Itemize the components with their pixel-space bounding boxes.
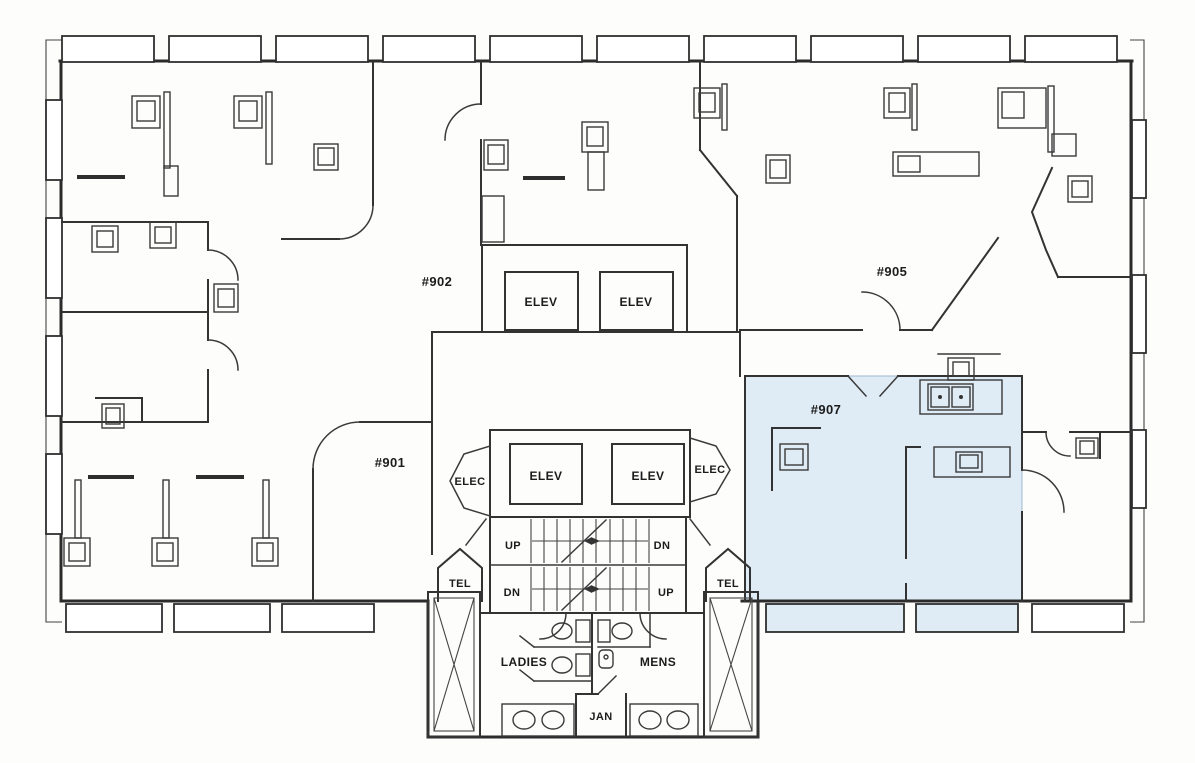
window — [45, 99, 63, 181]
workstation — [481, 139, 509, 243]
window — [65, 603, 163, 633]
toilet — [611, 622, 633, 640]
workstation — [997, 85, 1077, 157]
toilet — [597, 619, 611, 643]
workstation — [91, 221, 177, 253]
kitchen-sink — [919, 379, 1003, 415]
furniture — [63, 83, 1099, 567]
window — [703, 35, 797, 63]
window — [1031, 603, 1125, 633]
window — [917, 35, 1011, 63]
workstation — [1075, 437, 1099, 459]
mens-room-label: MENS — [640, 655, 676, 669]
workstation — [251, 479, 279, 567]
electrical-label: ELEC — [455, 476, 486, 488]
elevator-car — [509, 443, 583, 505]
telephone-closets: TEL TEL — [437, 547, 751, 602]
elevator-car — [611, 443, 685, 505]
elevator-car — [599, 271, 674, 331]
window — [1131, 119, 1147, 199]
stairs-up-label: UP — [505, 540, 521, 552]
window — [173, 603, 271, 633]
telephone-label: TEL — [717, 578, 739, 590]
workstation — [933, 446, 1011, 478]
sink — [512, 710, 536, 730]
urinal-icon — [598, 649, 614, 669]
workstation — [233, 91, 273, 165]
window — [1024, 35, 1118, 63]
stairs-down-label: DN — [654, 540, 671, 552]
workstation — [63, 479, 91, 567]
unit-label-901: #901 — [375, 455, 406, 470]
windows — [45, 35, 1147, 633]
unit-907-highlight-layer — [744, 375, 1023, 602]
workstation — [313, 143, 339, 171]
elevator-label: ELEV — [530, 469, 563, 483]
sink-counter — [501, 703, 575, 737]
window-highlighted — [765, 603, 905, 633]
door-arcs — [207, 103, 1071, 640]
unit-label-905: #905 — [877, 264, 908, 279]
toilet — [575, 653, 591, 677]
workstation — [883, 83, 980, 177]
workstation — [765, 154, 791, 184]
janitor-label: JAN — [589, 711, 612, 723]
elevator-car — [504, 271, 579, 331]
window — [596, 35, 690, 63]
ladies-room-label: LADIES — [501, 655, 547, 669]
unit-label-902: #902 — [422, 274, 453, 289]
window — [275, 35, 369, 63]
unit-907-highlight[interactable] — [744, 375, 1023, 602]
unit-labels: #901 #902 #905 #907 — [375, 264, 908, 470]
toilet — [551, 656, 573, 674]
telephone-label: TEL — [449, 578, 471, 590]
workstation — [581, 121, 609, 191]
elevator-label: ELEV — [525, 295, 558, 309]
window — [45, 453, 63, 535]
unit-label-907: #907 — [811, 402, 842, 417]
restrooms: LADIES MENS JAN — [479, 612, 705, 737]
stairs-up-label: UP — [658, 587, 674, 599]
elevator-label: ELEV — [620, 295, 653, 309]
workstation — [151, 479, 179, 567]
window — [45, 335, 63, 417]
sink — [666, 710, 690, 730]
window — [1131, 429, 1147, 509]
workstation — [1067, 175, 1093, 203]
workstation — [131, 91, 179, 197]
sink — [541, 710, 565, 730]
window — [489, 35, 583, 63]
urinal-icon — [603, 654, 609, 660]
sink-counter — [629, 703, 699, 737]
shafts — [427, 591, 759, 738]
window — [382, 35, 476, 63]
window — [45, 217, 63, 299]
window-highlighted — [915, 603, 1019, 633]
elevator-label: ELEV — [632, 469, 665, 483]
window — [1131, 274, 1147, 354]
electrical-label: ELEC — [695, 464, 726, 476]
workstation — [101, 403, 125, 429]
window — [281, 603, 375, 633]
toilet — [575, 619, 591, 643]
workstation — [213, 283, 239, 313]
stairwell: UP DN DN UP — [489, 516, 687, 614]
stairs-down-label: DN — [504, 587, 521, 599]
window — [61, 35, 155, 63]
workstation — [779, 443, 809, 471]
window — [168, 35, 262, 63]
toilet — [551, 622, 573, 640]
elevator-core: ELEV ELEV ELEV ELEV ELEC ELEC — [449, 244, 731, 518]
workstation — [693, 83, 728, 131]
sink — [638, 710, 662, 730]
window — [810, 35, 904, 63]
